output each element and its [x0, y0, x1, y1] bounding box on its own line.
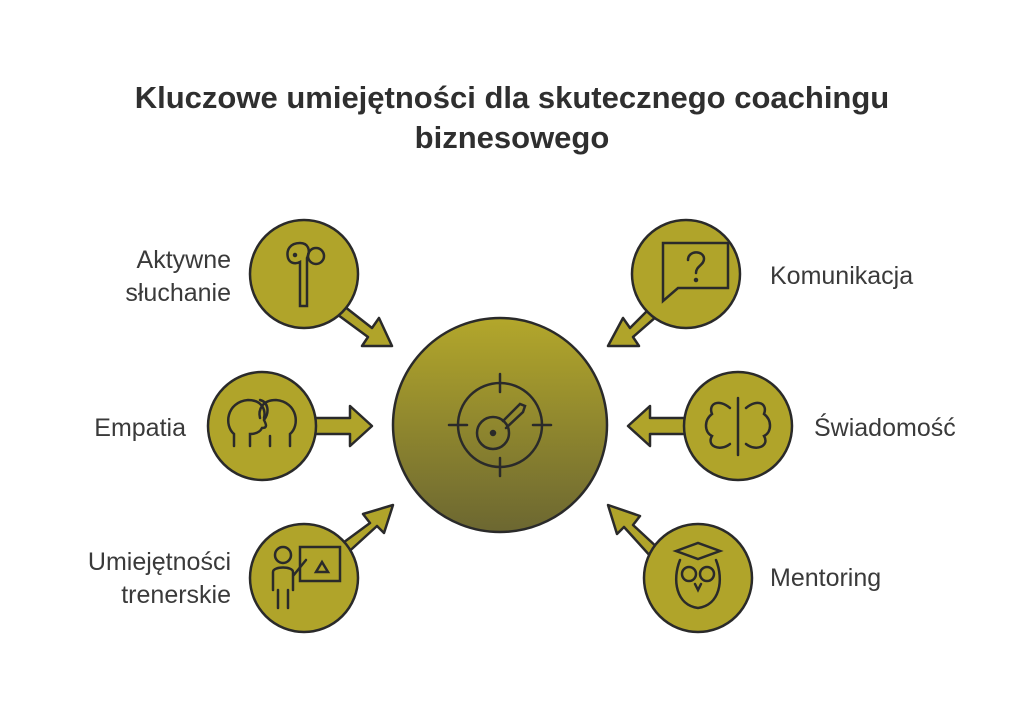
- question-bubble-icon: [661, 241, 730, 304]
- label-aktywne-sluchanie: Aktywne słuchanie: [125, 244, 231, 310]
- arrow-mentoring: [606, 503, 662, 560]
- center-node: [391, 316, 609, 534]
- target-key-icon: [447, 372, 553, 478]
- node-empatia: [206, 370, 318, 482]
- node-mentoring: [642, 522, 754, 634]
- label-mentoring: Mentoring: [770, 564, 882, 592]
- owl-graduate-icon: [672, 541, 724, 610]
- trainer-board-icon: [271, 545, 342, 610]
- label-swiadomosc: Świadomość: [814, 414, 956, 442]
- earbud-icon: [286, 241, 326, 308]
- brain-halves-icon: [704, 396, 772, 457]
- page-title: Kluczowe umiejętności dla skutecznego co…: [134, 80, 890, 155]
- heads-icon: [226, 398, 298, 448]
- arrow-empatia: [310, 404, 374, 448]
- node-umiejetnosci-trenerskie: [248, 522, 360, 634]
- arrow-swiadomosc: [626, 404, 692, 448]
- label-empatia: Empatia: [94, 414, 186, 442]
- label-line: trenerskie: [121, 581, 231, 609]
- label-komunikacja: Komunikacja: [770, 262, 914, 290]
- node-komunikacja: [630, 218, 742, 330]
- label-line: Aktywne: [136, 246, 231, 274]
- node-aktywne-sluchanie: [248, 218, 360, 330]
- label-umiejetnosci-trenerskie: Umiejętności trenerskie: [88, 546, 231, 612]
- label-line: słuchanie: [125, 279, 231, 307]
- label-line: Umiejętności: [87, 548, 231, 576]
